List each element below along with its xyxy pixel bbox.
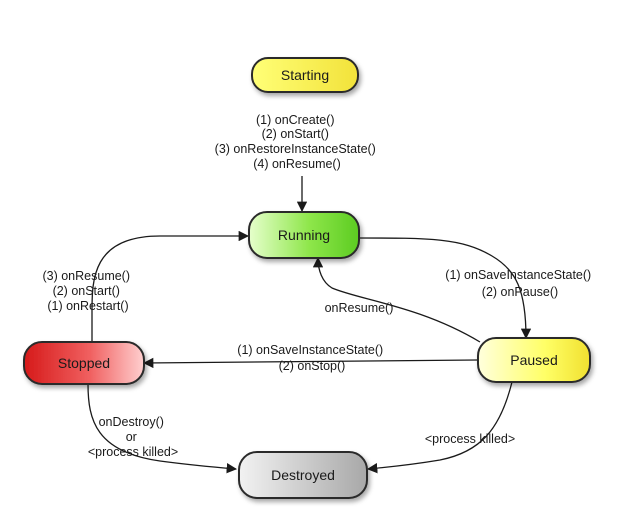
- state-stopped: Stopped: [23, 341, 145, 385]
- label-running-to-paused: (1) onSaveInstanceState() (2) onPause(): [445, 268, 594, 299]
- edge-paused-to-stopped: [142, 357, 478, 369]
- label-paused-to-destroyed: <process killed>: [425, 432, 515, 446]
- edge-paused-to-running: [312, 256, 481, 343]
- state-running: Running: [248, 211, 360, 259]
- label-stopped-to-running: (3) onResume() (2) onStart() (1) onResta…: [42, 269, 133, 313]
- state-running-label: Running: [278, 227, 330, 243]
- state-destroyed: Destroyed: [238, 451, 368, 499]
- state-destroyed-label: Destroyed: [271, 467, 335, 483]
- edge-paused-to-destroyed: [366, 381, 513, 474]
- state-paused-label: Paused: [510, 352, 557, 368]
- edge-stopped-to-running: [91, 230, 250, 342]
- label-starting-to-running: (1) onCreate() (2) onStart() (3) onResto…: [215, 113, 380, 171]
- state-stopped-label: Stopped: [58, 355, 110, 371]
- state-paused: Paused: [477, 337, 591, 383]
- state-starting-label: Starting: [281, 67, 329, 83]
- edge-running-to-paused: [357, 237, 532, 340]
- label-stopped-to-destroyed: onDestroy() or <process killed>: [88, 415, 178, 459]
- label-paused-to-running: onResume(): [325, 301, 394, 315]
- label-paused-to-stopped: (1) onSaveInstanceState() (2) onStop(): [237, 343, 386, 373]
- state-starting: Starting: [251, 57, 359, 93]
- edge-stopped-to-destroyed: [87, 383, 238, 474]
